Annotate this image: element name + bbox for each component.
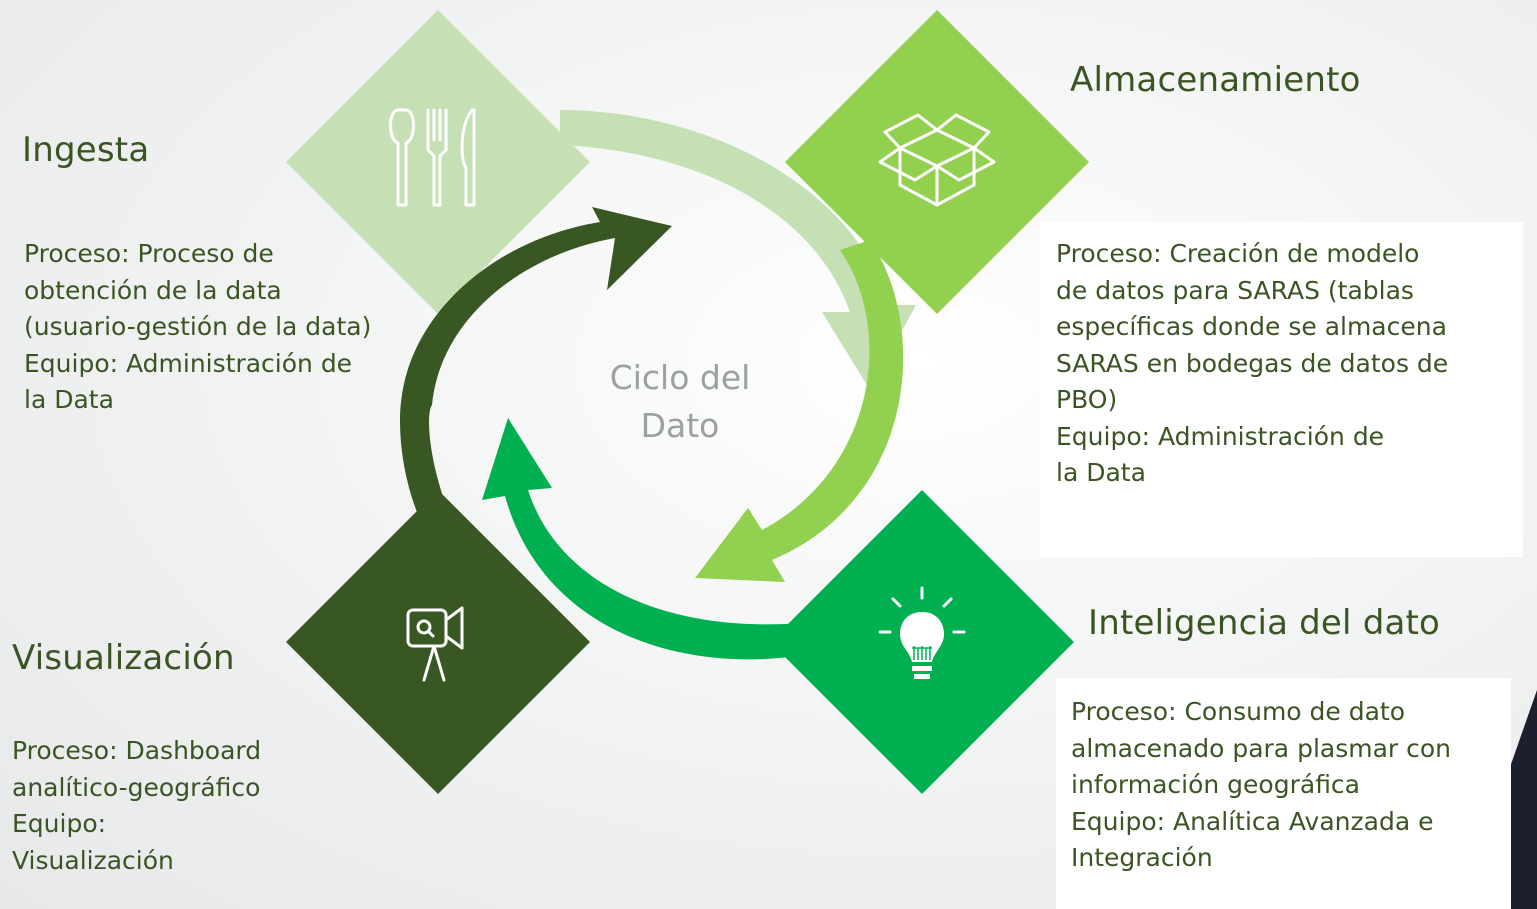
ingesta-line-5: la Data xyxy=(24,385,114,414)
arrow-inteligencia-to-visualizacion xyxy=(482,418,830,660)
stage-description-almacenamiento: Proceso: Creación de modelo de datos par… xyxy=(1040,222,1523,557)
visualizacion-line-4: Visualización xyxy=(12,845,174,875)
stage-title-inteligencia: Inteligencia del dato xyxy=(1088,603,1441,643)
open-box-icon xyxy=(878,113,996,207)
inteligencia-line-4: Equipo: Analítica Avanzada e xyxy=(1071,806,1434,836)
diamond-almacenamiento xyxy=(785,10,1089,314)
lightbulb-icon xyxy=(878,586,966,679)
almacenamiento-line-1: Proceso: Creación de modelo xyxy=(1056,239,1420,268)
ingesta-line-4: Equipo: Administración de xyxy=(24,348,353,378)
stage-title-almacenamiento: Almacenamiento xyxy=(1070,60,1361,100)
cycle-center-label: Ciclo del Dato xyxy=(560,354,800,450)
arrow-almacenamiento-to-inteligencia xyxy=(695,240,904,582)
visualizacion-line-3: Equipo: xyxy=(12,809,107,838)
ingesta-line-3: (usuario-gestión de la data) xyxy=(24,312,372,341)
stage-title-ingesta: Ingesta xyxy=(22,130,150,170)
almacenamiento-line-7: la Data xyxy=(1056,458,1146,487)
ingesta-line-1: Proceso: Proceso de xyxy=(24,239,274,268)
almacenamiento-line-4: SARAS en bodegas de datos de xyxy=(1056,348,1449,378)
inteligencia-line-1: Proceso: Consumo de dato xyxy=(1071,697,1406,726)
inteligencia-line-5: Integración xyxy=(1071,843,1213,872)
center-line-2: Dato xyxy=(640,406,720,445)
arrow-visualizacion-to-ingesta xyxy=(400,207,672,670)
arrow-ingesta-to-almacenamiento xyxy=(560,110,916,390)
visualizacion-line-2: analítico-geográfico xyxy=(12,772,261,802)
stage-title-visualizacion: Visualización xyxy=(12,638,235,678)
almacenamiento-line-6: Equipo: Administración de xyxy=(1056,421,1385,451)
video-camera-icon xyxy=(406,606,464,682)
ingesta-line-2: obtención de la data xyxy=(24,275,282,305)
inteligencia-line-3: información geográfica xyxy=(1071,770,1361,799)
corner-decoration xyxy=(1509,690,1537,909)
utensils-icon xyxy=(389,108,476,207)
stage-description-inteligencia: Proceso: Consumo de dato almacenado para… xyxy=(1056,678,1511,909)
almacenamiento-line-2: de datos para SARAS (tablas xyxy=(1056,275,1414,305)
diamond-visualizacion xyxy=(286,490,590,794)
stage-description-ingesta: Proceso: Proceso de obtención de la data… xyxy=(24,236,371,419)
center-line-1: Ciclo del xyxy=(609,358,751,397)
almacenamiento-line-3: específicas donde se almacena xyxy=(1056,312,1447,341)
diamond-ingesta xyxy=(286,10,590,314)
visualizacion-line-1: Proceso: Dashboard xyxy=(12,736,262,765)
inteligencia-line-2: almacenado para plasmar con xyxy=(1071,733,1452,763)
almacenamiento-line-5: PBO) xyxy=(1056,385,1118,414)
stage-description-visualizacion: Proceso: Dashboard analítico-geográfico … xyxy=(12,733,261,879)
